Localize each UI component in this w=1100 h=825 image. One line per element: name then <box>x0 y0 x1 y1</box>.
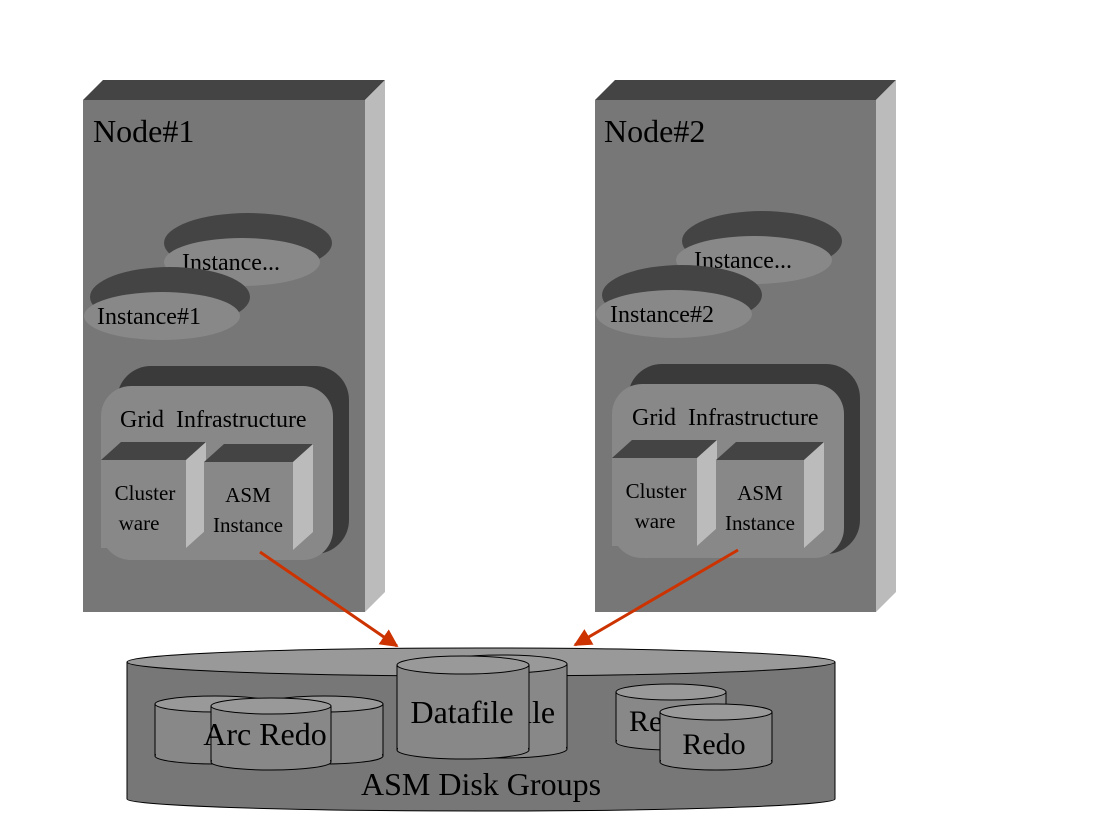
node-2-instance-back: Instance... <box>676 211 842 284</box>
node-1-asm-instance-box: ASM Instance <box>204 444 313 550</box>
node-2-top-face <box>595 80 896 100</box>
node-2-side-face <box>876 80 896 612</box>
svg-text:Instance: Instance <box>213 513 283 537</box>
node-1-top-face <box>83 80 385 100</box>
svg-text:ASM: ASM <box>737 481 783 505</box>
asm-disk-groups-label: ASM Disk Groups <box>361 766 601 802</box>
svg-text:ware: ware <box>119 511 160 535</box>
svg-text:Instance#1: Instance#1 <box>97 304 201 330</box>
svg-text:ware: ware <box>635 509 676 533</box>
node-2-instance-front: Instance#2 <box>596 265 762 338</box>
svg-text:Cluster: Cluster <box>115 481 176 505</box>
node-1: Node#1 Instance... Instance#1 Grid Infra… <box>83 80 385 612</box>
node-1-side-face <box>365 80 385 612</box>
redo-front-label: Redo <box>682 728 745 761</box>
node-1-title: Node#1 <box>93 113 194 149</box>
svg-text:Cluster: Cluster <box>626 479 687 503</box>
node-2: Node#2 Instance... Instance#2 Grid Infra… <box>595 80 896 612</box>
node-2-title: Node#2 <box>604 113 705 149</box>
arrow-node1-to-diskgroups <box>259 550 399 648</box>
node-2-asm-instance-box: ASM Instance <box>716 442 824 548</box>
node-2-clusterware-box: Cluster ware <box>612 440 717 546</box>
svg-text:Instance#2: Instance#2 <box>610 302 714 328</box>
arc-redo-label: Arc Redo <box>203 716 327 752</box>
arrow-node2-to-diskgroups <box>573 548 739 647</box>
asm-disk-groups-cylinder: Arc Redo Datafile Datafile Redo <box>126 647 836 812</box>
node-1-clusterware-box: Cluster ware <box>101 442 206 548</box>
arc-redo-front-disk <box>210 697 332 771</box>
node-2-grid-label: Grid Infrastructure <box>632 405 819 431</box>
svg-text:ASM: ASM <box>225 483 271 507</box>
datafile-front-label: Datafile <box>410 694 513 730</box>
redo-front-disk <box>659 703 773 771</box>
node-1-grid-label: Grid Infrastructure <box>120 407 307 433</box>
svg-text:Instance: Instance <box>725 511 795 535</box>
node-1-instance-front: Instance#1 <box>84 267 250 340</box>
datafile-front-disk <box>396 655 530 760</box>
